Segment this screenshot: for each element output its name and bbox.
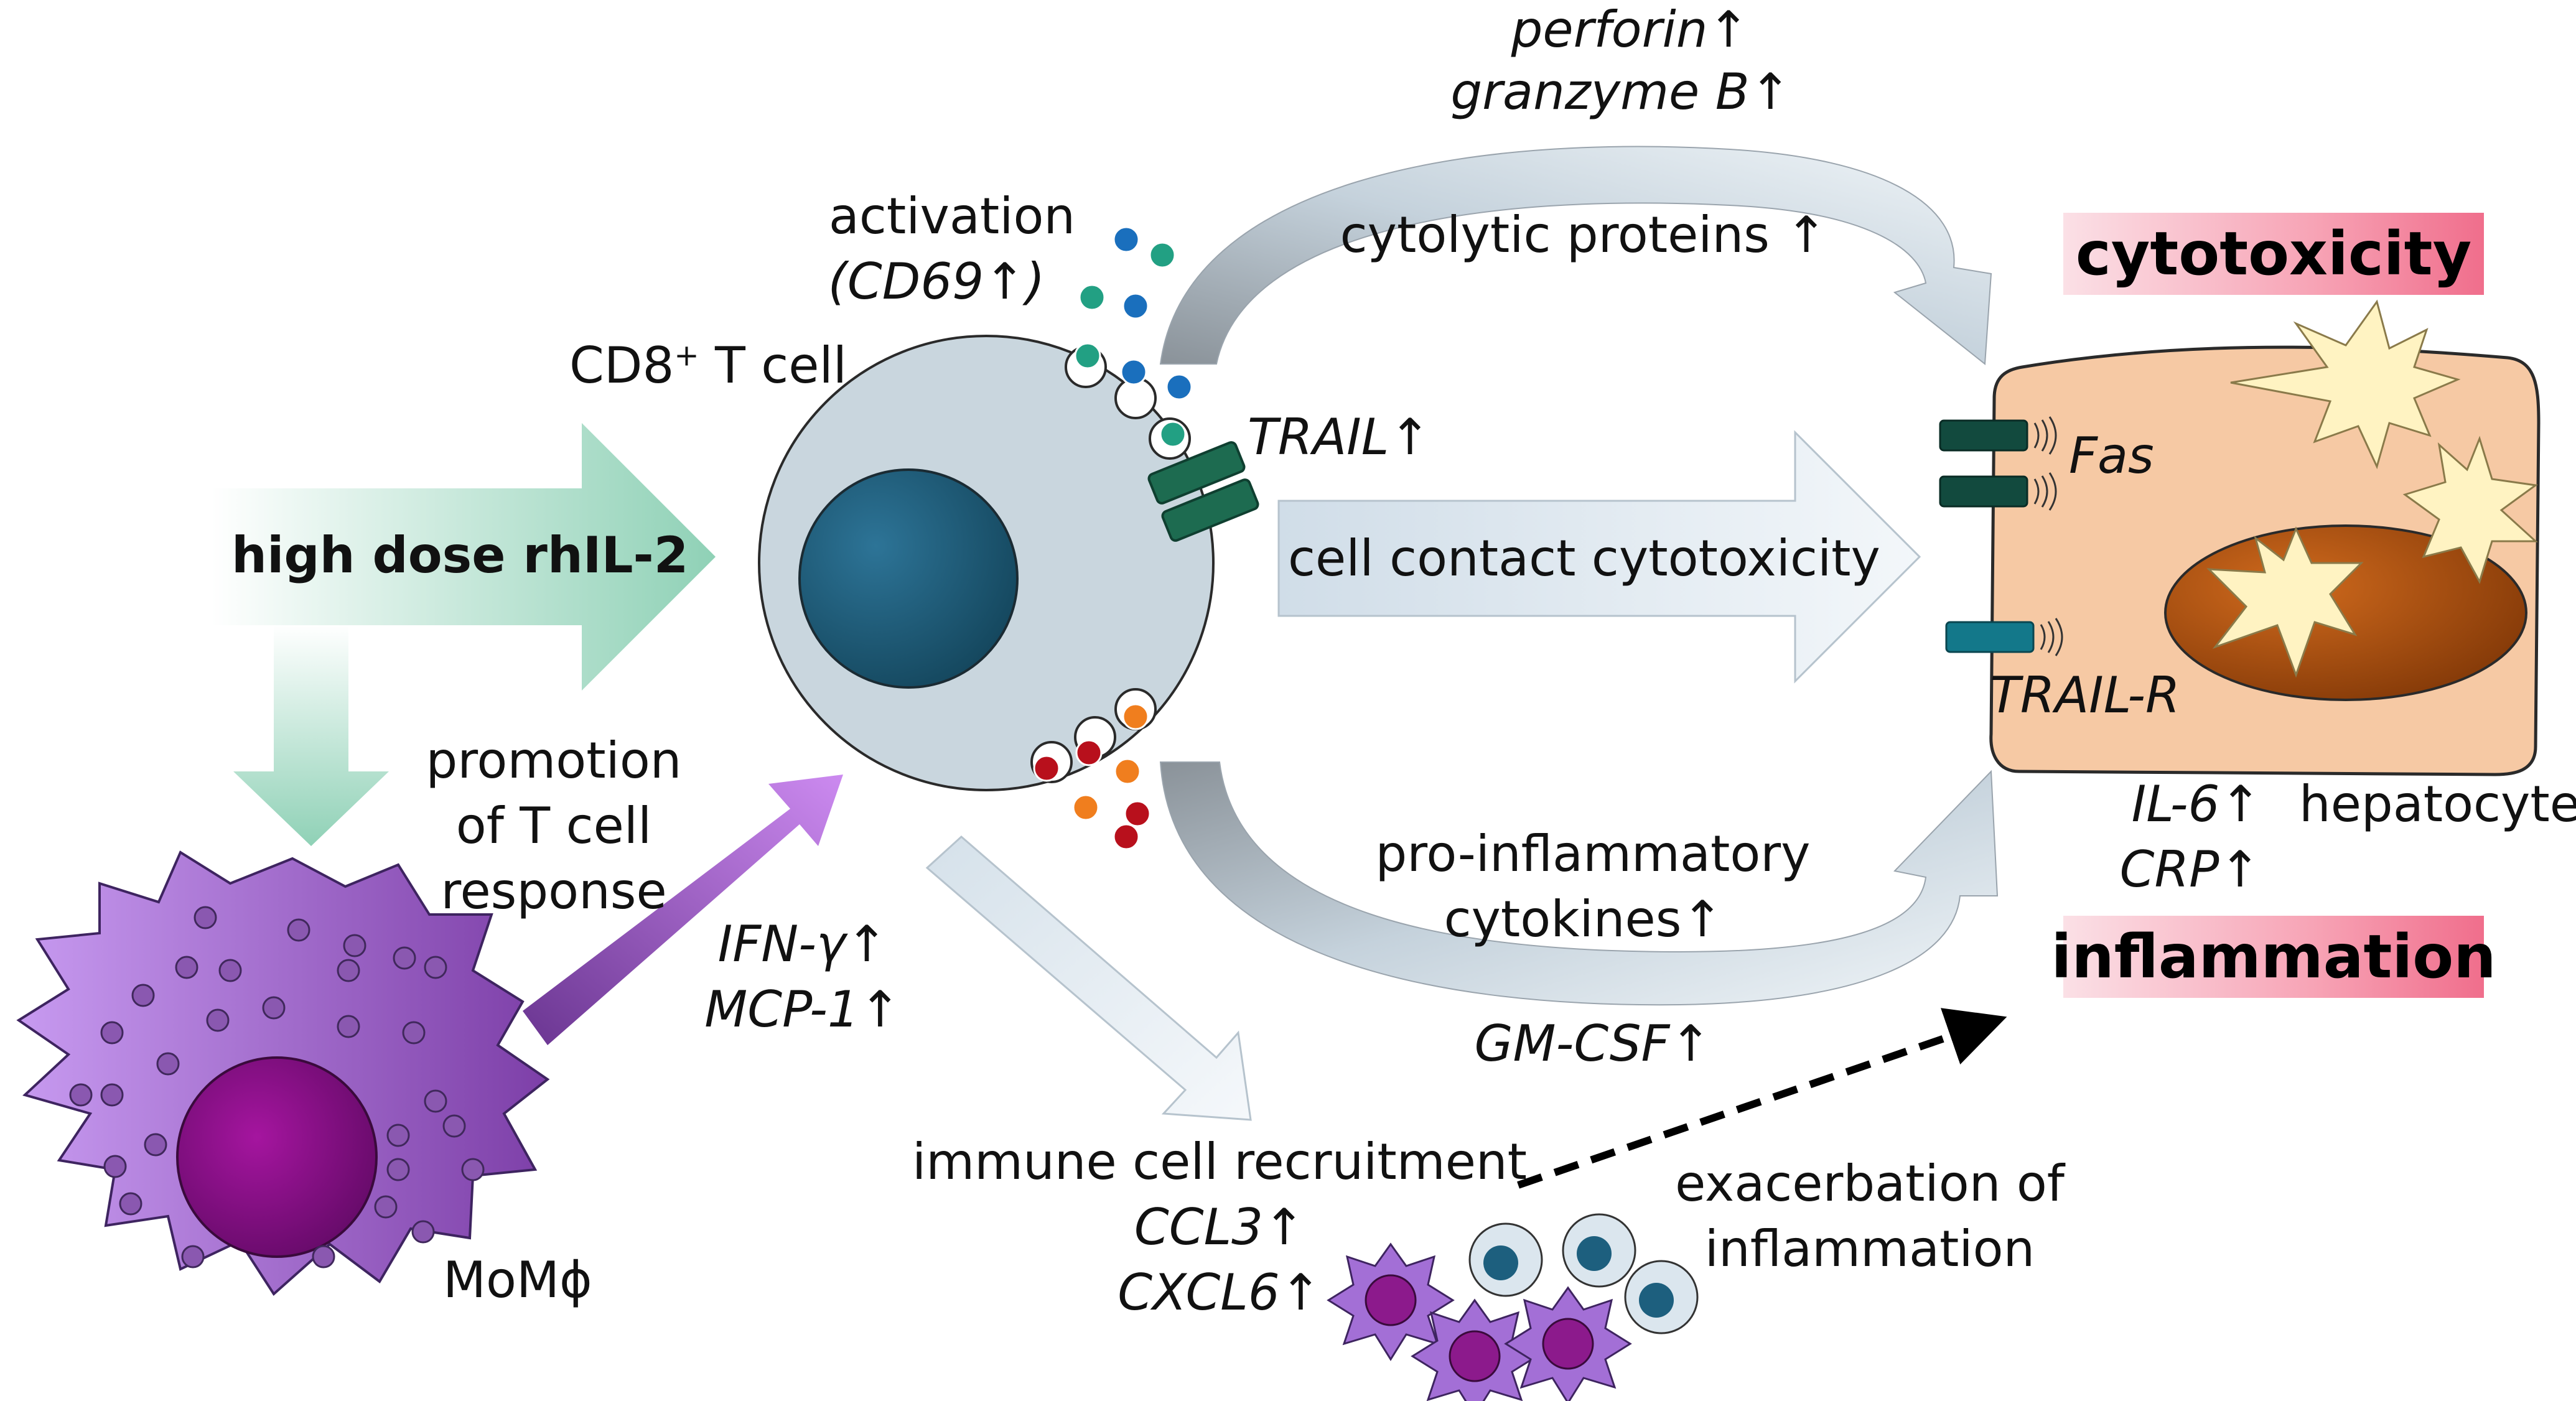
recruitment-label: immune cell recruitment bbox=[912, 1133, 1527, 1191]
cytokine-granules bbox=[1033, 703, 1151, 850]
gmcsf-label: GM-CSF↑ bbox=[1474, 1015, 1712, 1073]
macrophage-label: MoMϕ bbox=[443, 1251, 592, 1309]
proinflammatory-label: pro-inflammatory bbox=[1375, 825, 1811, 883]
exacerbation-label-2: inflammation bbox=[1704, 1220, 2035, 1278]
cytotoxicity-label: cytotoxicity bbox=[2075, 219, 2472, 289]
promotion-label-3: response bbox=[441, 862, 667, 920]
tcell-nucleus bbox=[798, 468, 1019, 689]
trail-label: TRAIL↑ bbox=[1248, 408, 1431, 466]
promotion-label-2: of T cell bbox=[455, 797, 652, 855]
crp-label: CRP↑ bbox=[2119, 840, 2261, 898]
trail-ligand-icon bbox=[1147, 441, 1259, 542]
macrophage-nucleus bbox=[176, 1056, 378, 1258]
fas-label: Fas bbox=[2069, 427, 2154, 485]
recruitment-arrow bbox=[925, 835, 1252, 1121]
inflammation-label: inflammation bbox=[2051, 922, 2496, 992]
mcp1-label: MCP-1↑ bbox=[704, 980, 901, 1038]
trail-receptor-icon bbox=[1945, 621, 2035, 653]
exacerbation-label-1: exacerbation of bbox=[1675, 1155, 2065, 1212]
trail-r-label: TRAIL-R bbox=[1990, 666, 2180, 724]
il6-label: IL-6↑ bbox=[2131, 775, 2262, 833]
promotion-arrow bbox=[523, 775, 843, 1045]
ccl3-label: CCL3↑ bbox=[1134, 1198, 1305, 1256]
trail-r-signal-icon bbox=[2040, 618, 2063, 656]
cytokines-label: cytokines↑ bbox=[1444, 890, 1724, 948]
cd69-label: (CD69↑) bbox=[828, 253, 1045, 310]
rhil2-arrow bbox=[212, 423, 716, 691]
cytokine-curved-arrow bbox=[1159, 761, 1999, 1006]
rhil2-label: high dose rhIL-2 bbox=[231, 526, 689, 584]
perforin-label: perforin↑ bbox=[1511, 1, 1750, 58]
cytotoxicity-box: cytotoxicity bbox=[2063, 213, 2484, 295]
exacerbation-arrow bbox=[1517, 1008, 2007, 1189]
activation-label: activation bbox=[828, 187, 1076, 245]
cytolytic-granules bbox=[1074, 226, 1193, 448]
rhil2-to-macrophage-arrow bbox=[233, 625, 389, 846]
hepatocyte-label: hepatocyte bbox=[2299, 775, 2576, 833]
fas-receptor-icon bbox=[1939, 419, 2028, 508]
cell-contact-label: cell contact cytotoxicity bbox=[1288, 529, 1880, 587]
fas-signal-icon bbox=[2033, 416, 2057, 511]
cxcl6-label: CXCL6↑ bbox=[1118, 1264, 1322, 1321]
granzyme-label: granzyme B↑ bbox=[1450, 63, 1791, 121]
ifng-label: IFN-γ↑ bbox=[717, 915, 888, 973]
cytolytic-curved-arrow bbox=[1159, 146, 1992, 365]
promotion-label-1: promotion bbox=[426, 732, 682, 789]
hepatocyte-nucleus bbox=[2164, 524, 2527, 701]
damage-star-icons bbox=[2206, 299, 2538, 678]
tcell-label: CD8+ T cell bbox=[569, 337, 847, 394]
macrophage-cell bbox=[16, 850, 550, 1296]
recruited-macrophages bbox=[1327, 1242, 1632, 1401]
cytolytic-proteins-label: cytolytic proteins ↑ bbox=[1340, 206, 1827, 264]
contact-cytotoxicity-arrow bbox=[1277, 430, 1921, 684]
inflammation-box: inflammation bbox=[2051, 916, 2496, 998]
recruited-t-cells bbox=[1468, 1213, 1699, 1334]
